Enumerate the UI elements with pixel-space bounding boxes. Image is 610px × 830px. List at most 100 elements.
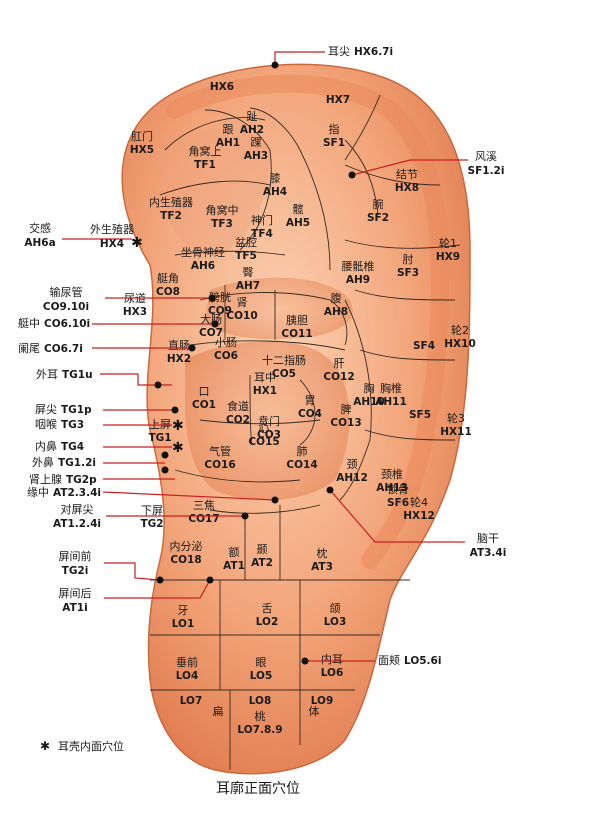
concha-region [185, 341, 350, 501]
zone-code: AH6 [191, 260, 215, 272]
acupoint-dot [211, 320, 219, 328]
zone-name: 枕 [317, 546, 328, 560]
zone-code: AT3 [311, 561, 333, 573]
zone-name: 口 [199, 385, 210, 398]
inner-surface-asterisk: ✱ [131, 235, 143, 251]
zone-name: 腹 [331, 291, 342, 305]
acupoint-zone: 扁 [213, 705, 224, 718]
callout-code: TG1.2i [58, 457, 96, 469]
callout-code: CO9.10i [43, 301, 89, 313]
zone-code: LO6 [321, 667, 344, 679]
zone-code: AH5 [286, 217, 310, 229]
acupoint-callout: 屏间前 TG2i [59, 549, 164, 584]
zone-name: 臀 [243, 266, 254, 279]
zone-name: 肾 [237, 296, 248, 309]
zone-name: 体 [309, 704, 320, 718]
zone-code: CO3 [257, 429, 281, 441]
acupoint-dot [154, 381, 162, 389]
zone-name: 直肠 [168, 338, 190, 352]
zone-code: AH8 [324, 306, 348, 318]
acupoint-callout: 输尿管 CO9.10i [43, 285, 216, 313]
zone-code: HX12 [403, 510, 435, 522]
acupoint-dot [171, 406, 179, 414]
zone-code: HX11 [440, 426, 472, 438]
callout-code: TG2p [66, 474, 97, 486]
acupoint-zone: HX6 [210, 81, 234, 93]
zone-code: HX6 [210, 81, 234, 93]
zone-code: SF1 [323, 137, 345, 149]
zone-name: 下屏 [141, 504, 163, 517]
zone-name: 耳中 [254, 371, 276, 384]
callout-code: TG2i [62, 565, 89, 577]
zone-code: HX3 [123, 306, 147, 318]
callout-name: 阑尾 [18, 341, 40, 355]
callout-name: 对屏尖 [61, 502, 94, 516]
callout-line [329, 489, 465, 543]
callout-code: AT3.4i [470, 547, 507, 559]
callout-name: 屏间后 [59, 587, 92, 600]
callout-code: TG1u [62, 369, 93, 381]
zone-name: 胸椎 [380, 381, 402, 395]
callout-name: 面颊 [378, 654, 400, 667]
callout-line [104, 579, 211, 599]
zone-code: SF4 [413, 340, 435, 352]
acupoint-dot [348, 171, 356, 179]
callout-name: 屏间前 [59, 549, 92, 563]
zone-code: CO2 [226, 414, 250, 426]
zone-name: 指 [329, 122, 340, 136]
zone-code: AH7 [236, 280, 260, 292]
callout-name: 输尿管 [50, 285, 83, 299]
zone-code: AH2 [240, 124, 264, 136]
zone-name: 艇角 [157, 271, 179, 285]
zone-name: 神门 [251, 213, 273, 227]
legend-asterisk: ✱ [40, 739, 50, 753]
acupoint-dot [326, 486, 334, 494]
acupoint-dot [301, 657, 309, 665]
zone-name: 肘 [403, 252, 414, 266]
zone-name: 坐骨神经 [181, 245, 225, 259]
callout-code: HX6.7i [354, 46, 393, 58]
zone-code: TG1 [148, 432, 171, 444]
callout-name: 内鼻 [35, 439, 57, 453]
callout-name: 屏尖 [35, 403, 57, 416]
zone-name: 髋 [293, 202, 304, 216]
callout-code: CO6.10i [44, 318, 90, 330]
zone-name: 腰骶椎 [342, 259, 375, 273]
acupoint-dot [271, 496, 279, 504]
acupoint-zone: SF5 [409, 409, 431, 421]
zone-code: CO6 [214, 350, 238, 362]
zone-code: AH10 [353, 396, 385, 408]
zone-code: AH4 [263, 186, 287, 198]
zone-code: AH13 [376, 482, 408, 494]
zone-name: 膀胱 [209, 290, 231, 304]
acupoint-dot [241, 512, 249, 520]
zone-code: AH11 [375, 396, 407, 408]
zone-code: HX10 [444, 338, 476, 350]
callout-code: HX4 [100, 238, 124, 250]
